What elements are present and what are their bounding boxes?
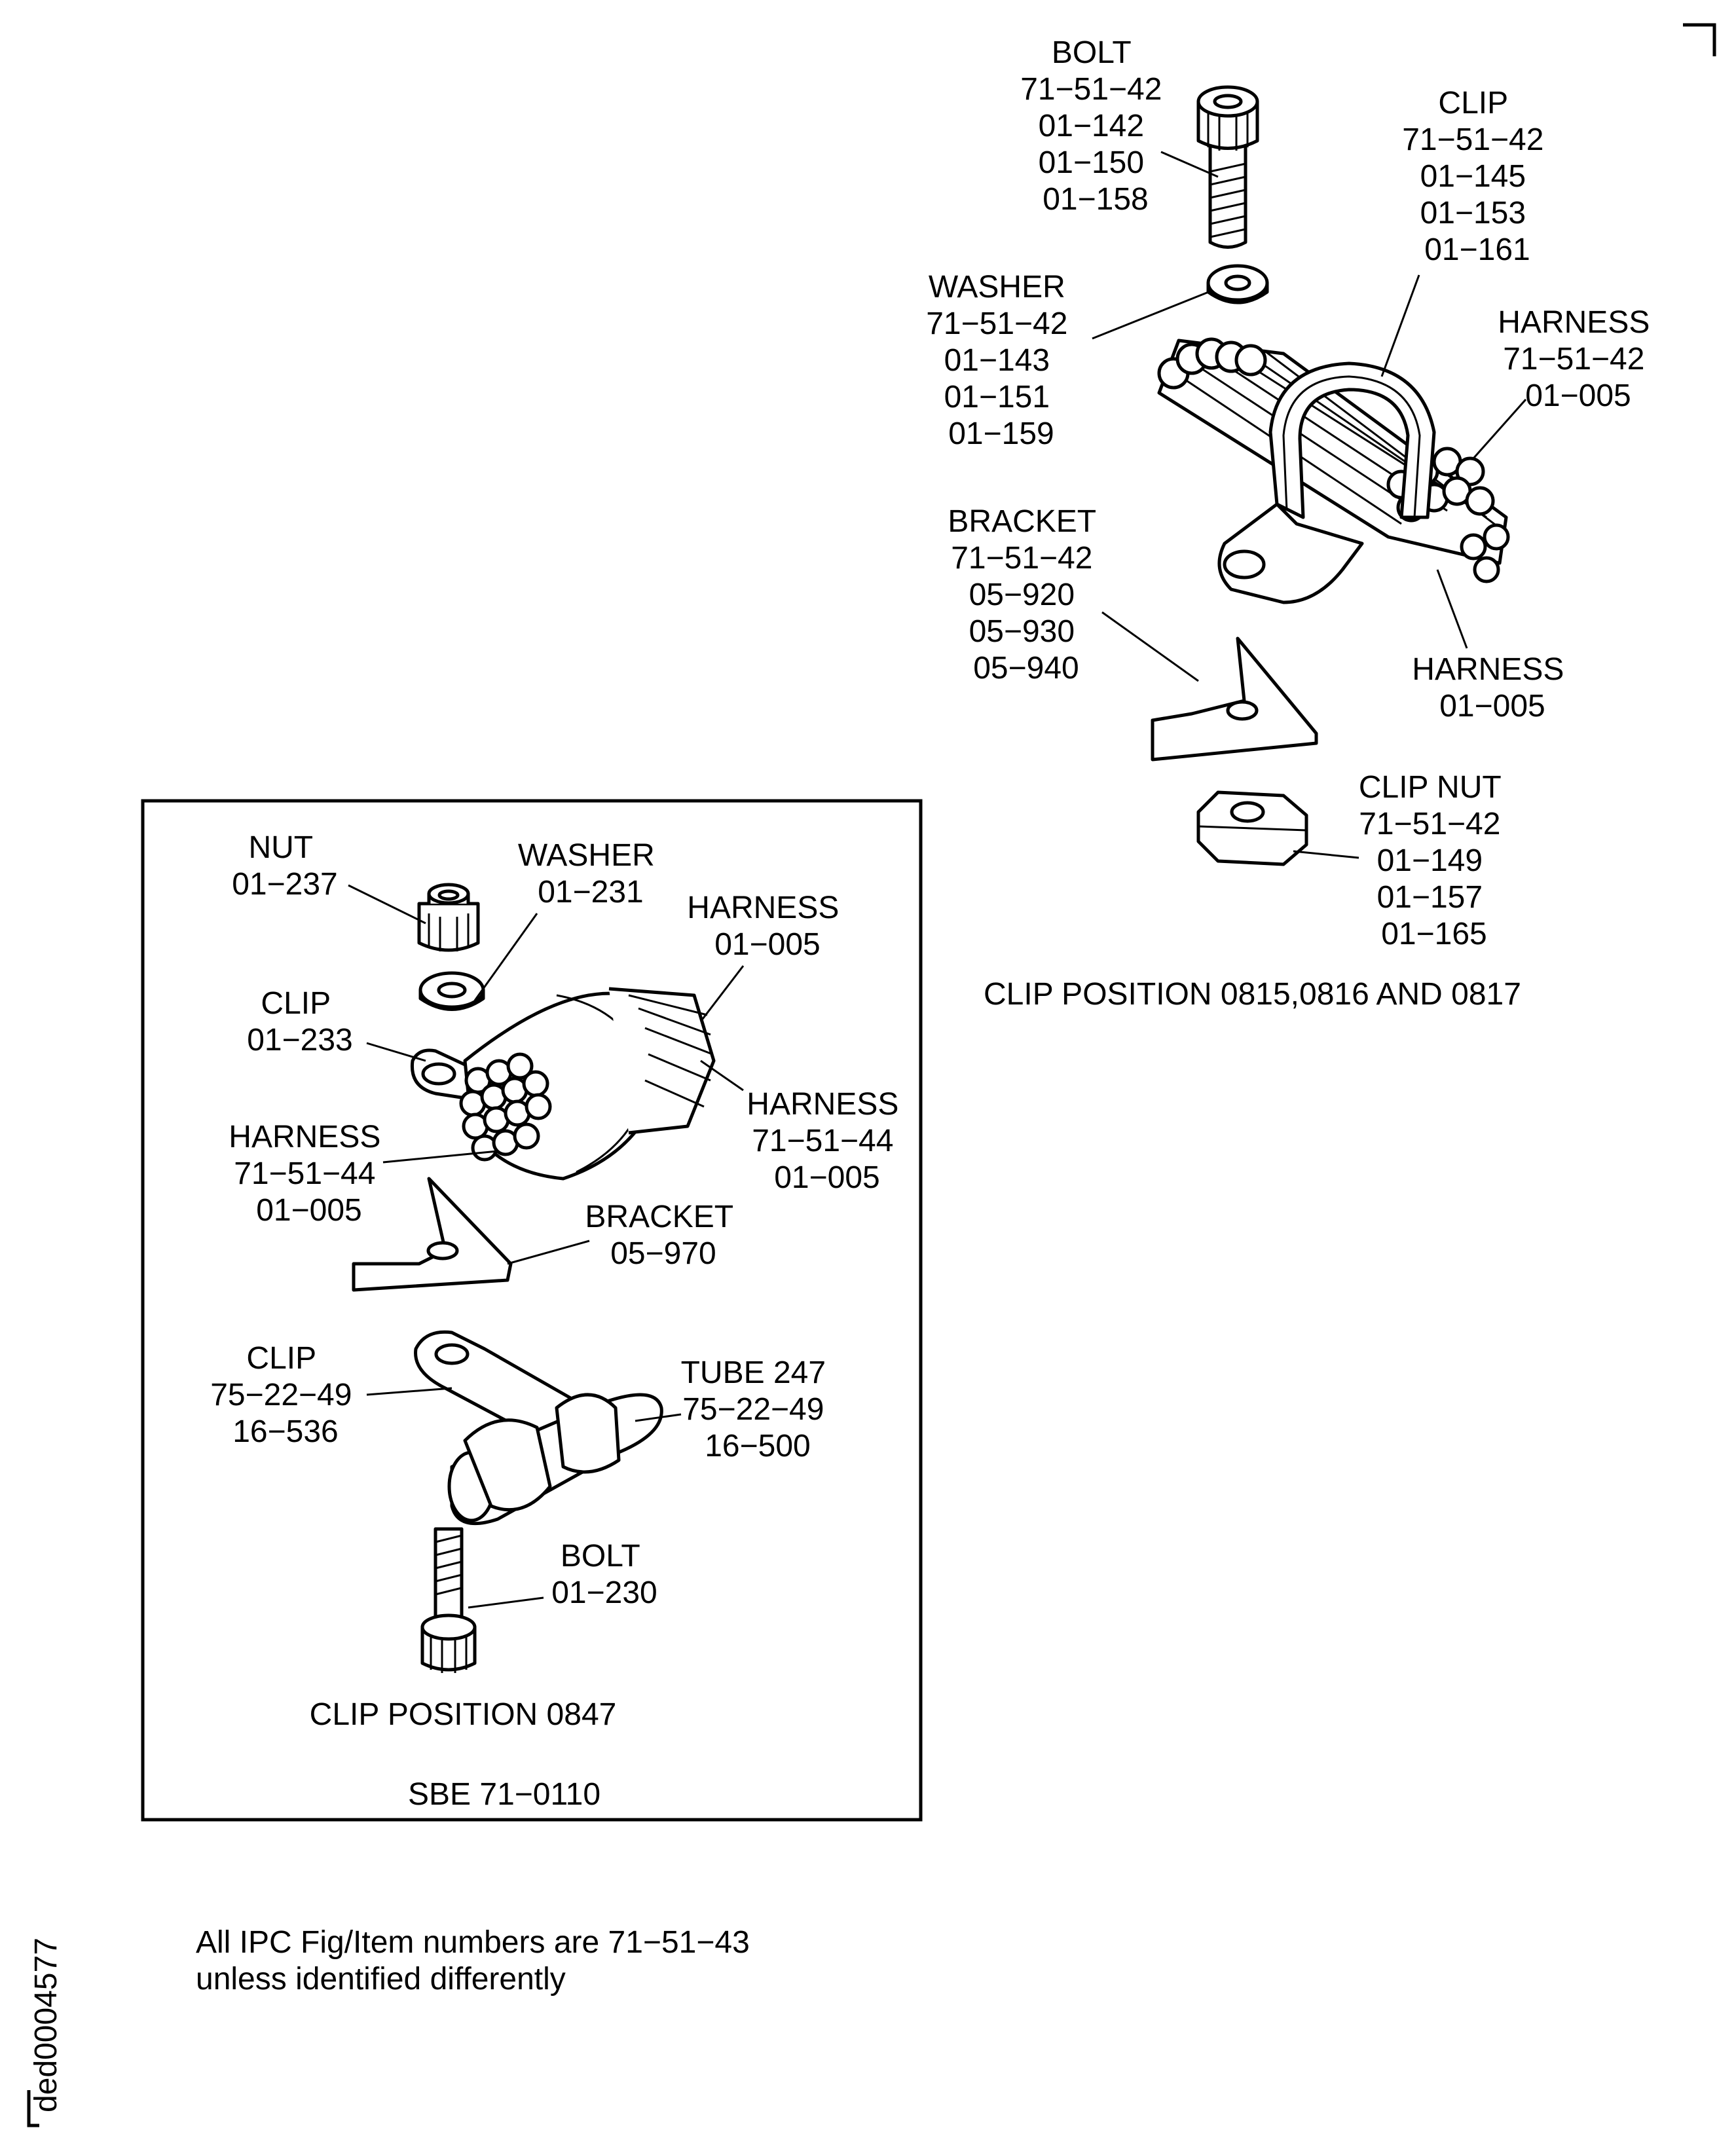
leader-washer-top — [1092, 290, 1211, 340]
bracket-top-part — [1151, 636, 1318, 762]
leader-tube-box — [635, 1413, 682, 1422]
drawing-id: ded0004577 — [29, 1938, 64, 2112]
leader-harness-box-b — [382, 1150, 498, 1164]
label-harness-top-b: HARNESS 01−005 — [1412, 652, 1572, 724]
leader-bolt-top — [1160, 151, 1219, 178]
label-harness-box-a: HARNESS 01−005 — [687, 891, 847, 962]
leader-bracket-top — [1101, 611, 1199, 682]
boxed-assembly: NUT 01−237 WASHER 01−231 HARNESS 01−005 … — [210, 830, 907, 1812]
label-bracket-box: BRACKET 05−970 — [585, 1200, 741, 1271]
label-clip-box: CLIP 01−233 — [247, 986, 353, 1058]
leader-clip-box — [366, 1042, 426, 1062]
clip-tube-box-part — [414, 1330, 663, 1526]
leader-washer-box — [473, 913, 538, 1001]
upper-assembly: BOLT 71−51−42 01−142 01−150 01−158 CLIP … — [926, 35, 1658, 1012]
bolt-box-part — [420, 1527, 477, 1673]
leader-harness-box-c — [700, 1059, 744, 1092]
bolt-top-part — [1196, 85, 1259, 249]
clip-top-part — [1217, 361, 1436, 604]
label-washer-top: WASHER 71−51−42 01−143 01−151 01−159 — [926, 270, 1077, 451]
label-harness-top-a: HARNESS 71−51−42 01−005 — [1498, 305, 1658, 413]
corner-mark-bottom — [27, 2090, 39, 2127]
label-washer-box: WASHER 01−231 — [518, 838, 663, 910]
leader-harness-top-a — [1472, 399, 1527, 459]
label-harness-box-b: HARNESS 71−51−44 01−005 — [229, 1120, 389, 1228]
leader-harness-box-a — [699, 965, 745, 1022]
label-bracket-top: BRACKET 71−51−42 05−920 05−930 05−940 — [948, 504, 1104, 686]
leader-harness-top-b — [1436, 569, 1468, 649]
leader-nut-box — [348, 884, 426, 925]
label-clip-top: CLIP 71−51−42 01−145 01−153 01−161 — [1402, 86, 1553, 267]
leader-clip-box-b — [366, 1387, 452, 1396]
caption-box-position: CLIP POSITION 0847 — [310, 1697, 617, 1732]
harness-box-part — [410, 987, 716, 1181]
label-bolt-box: BOLT 01−230 — [551, 1539, 657, 1610]
label-bolt-top: BOLT 71−51−42 01−142 01−150 01−158 — [1020, 35, 1171, 217]
leader-bracket-box — [507, 1240, 590, 1265]
label-harness-box-c: HARNESS 71−51−44 01−005 — [747, 1087, 907, 1195]
label-clip-nut: CLIP NUT 71−51−42 01−149 01−157 01−165 — [1359, 770, 1509, 951]
label-clip-box-b: CLIP 75−22−49 16−536 — [210, 1341, 361, 1449]
leader-clip-top — [1380, 274, 1420, 377]
corner-mark — [1683, 23, 1716, 56]
leader-bolt-box — [468, 1596, 544, 1609]
caption-top-position: CLIP POSITION 0815,0816 AND 0817 — [984, 977, 1521, 1012]
bracket-box-part — [352, 1177, 513, 1292]
washer-box-part — [418, 971, 485, 1011]
footnote: All IPC Fig/Item numbers are 71−51−43 un… — [196, 1925, 758, 1996]
label-nut-box: NUT 01−237 — [232, 830, 338, 902]
sbe-frame — [141, 799, 923, 1822]
caption-box-reference: SBE 71−0110 — [408, 1777, 600, 1812]
label-tube-box: TUBE 247 75−22−49 16−500 — [681, 1355, 835, 1463]
leader-clip-nut — [1293, 850, 1359, 859]
nut-box-part — [417, 883, 480, 952]
clip-nut-part — [1196, 790, 1308, 866]
washer-top-part — [1206, 264, 1269, 304]
